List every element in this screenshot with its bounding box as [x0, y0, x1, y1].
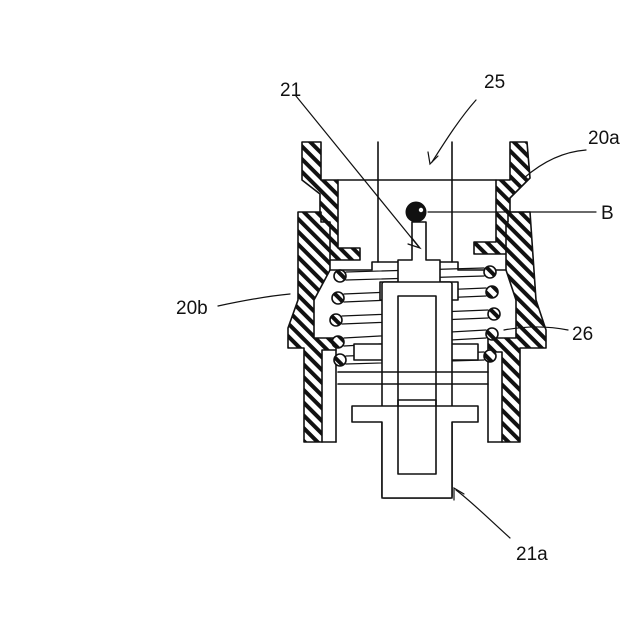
valve-lower-flange: [352, 406, 478, 498]
ball-B: [406, 202, 426, 222]
valve-member-21: [338, 222, 488, 498]
leader-21a: [456, 490, 510, 538]
ball-B-highlight: [419, 208, 423, 212]
label-20b: 20b: [176, 298, 208, 319]
leader-25-arrow: [428, 152, 438, 164]
ball-B-marker: [406, 202, 426, 222]
spring-left-coils: [330, 270, 346, 366]
leader-20b: [218, 294, 290, 306]
leader-25: [432, 100, 476, 162]
label-25: 25: [484, 72, 505, 93]
label-B: B: [601, 203, 614, 224]
label-21a: 21a: [516, 544, 548, 565]
lower-housing-left-shell: [288, 212, 336, 442]
label-26: 26: [572, 324, 593, 345]
label-21: 21: [280, 80, 301, 101]
label-20a: 20a: [588, 128, 620, 149]
leader-20a: [524, 150, 586, 178]
